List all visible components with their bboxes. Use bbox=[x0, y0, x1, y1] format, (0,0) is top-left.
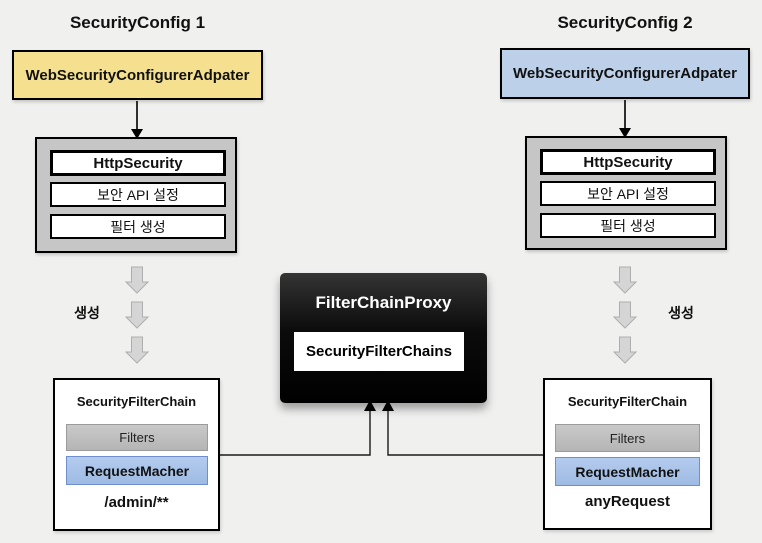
config2-create-label: 생성 bbox=[668, 305, 694, 321]
config1-httpsecurity-container: HttpSecurity 보안 API 설정 필터 생성 bbox=[35, 137, 237, 253]
config2-adapter-box: WebSecurityConfigurerAdpater bbox=[500, 48, 750, 99]
config2-filterchain-box: SecurityFilterChain Filters RequestMache… bbox=[543, 378, 712, 530]
config2-httpsecurity-title: HttpSecurity bbox=[540, 149, 716, 175]
config2-url-pattern: anyRequest bbox=[584, 492, 671, 510]
config1-adapter-box: WebSecurityConfigurerAdpater bbox=[12, 50, 263, 100]
config1-create-label: 생성 bbox=[74, 305, 100, 321]
config1-requestmatcher-bar: RequestMacher bbox=[66, 456, 208, 485]
config2-filter-create-row: 필터 생성 bbox=[540, 213, 716, 238]
config1-api-setting-row: 보안 API 설정 bbox=[50, 182, 226, 207]
config1-httpsecurity-title: HttpSecurity bbox=[50, 150, 226, 176]
down-arrow-right-icon bbox=[619, 100, 631, 138]
config2-filterchain-title: SecurityFilterChain bbox=[567, 393, 688, 409]
config2-requestmatcher-bar: RequestMacher bbox=[555, 457, 700, 486]
securityfilterchains-box: SecurityFilterChains bbox=[294, 332, 464, 371]
config2-api-setting-row: 보안 API 설정 bbox=[540, 181, 716, 206]
config2-title: SecurityConfig 2 bbox=[557, 13, 693, 32]
connector-right-chain-to-proxy bbox=[382, 400, 543, 456]
config1-filter-create-row: 필터 생성 bbox=[50, 214, 226, 239]
config2-httpsecurity-container: HttpSecurity 보안 API 설정 필터 생성 bbox=[525, 136, 727, 250]
block-arrows-left-icon bbox=[124, 266, 150, 364]
config1-filterchain-box: SecurityFilterChain Filters RequestMache… bbox=[53, 378, 220, 531]
config1-title: SecurityConfig 1 bbox=[69, 13, 206, 32]
filterchainproxy-title: FilterChainProxy bbox=[315, 293, 452, 312]
filterchainproxy-box: FilterChainProxy SecurityFilterChains bbox=[280, 273, 487, 403]
connector-left-chain-to-proxy bbox=[220, 400, 376, 456]
config1-url-pattern: /admin/** bbox=[104, 493, 169, 511]
config1-filters-bar: Filters bbox=[66, 424, 208, 451]
block-arrows-right-icon bbox=[612, 266, 638, 364]
config1-filterchain-title: SecurityFilterChain bbox=[76, 393, 197, 409]
config2-filters-bar: Filters bbox=[555, 424, 700, 452]
down-arrow-left-icon bbox=[131, 101, 143, 139]
